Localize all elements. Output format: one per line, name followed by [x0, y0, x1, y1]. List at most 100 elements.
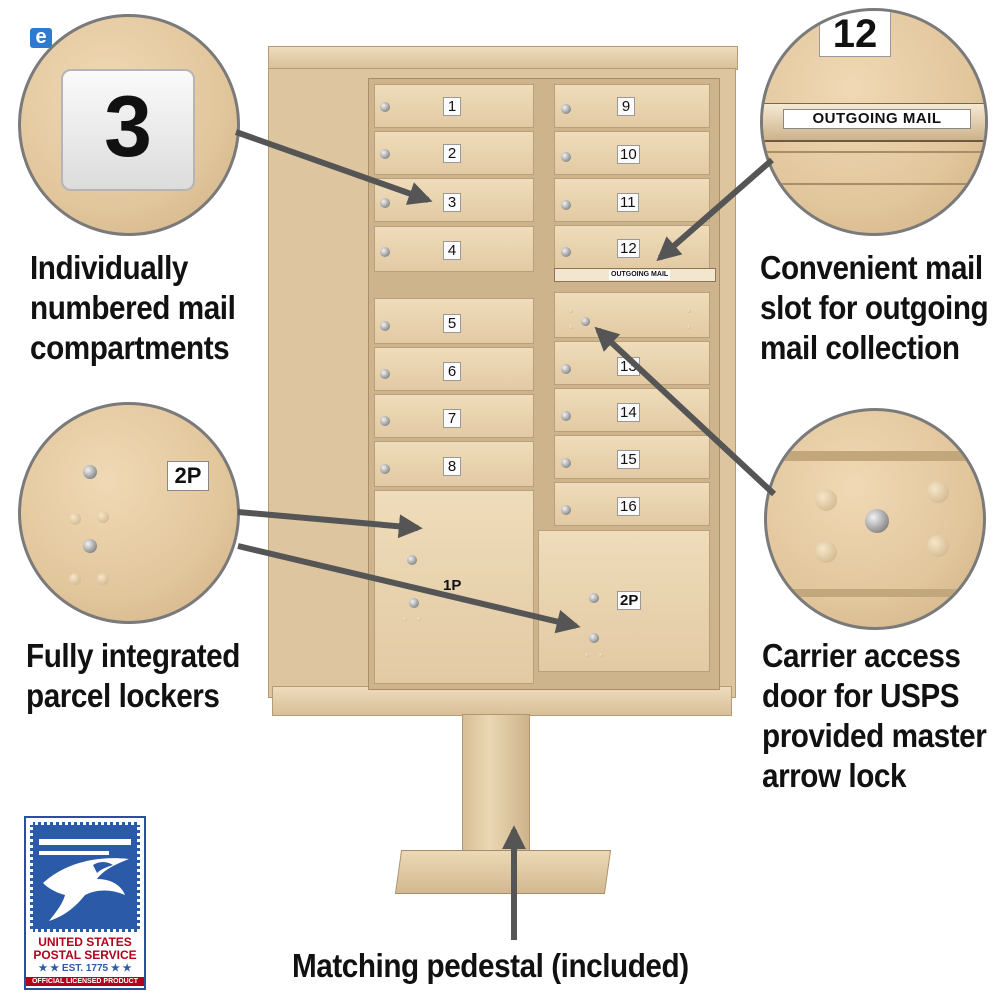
- lock-icon: [589, 633, 599, 643]
- cabinet-top: [268, 46, 738, 70]
- compartment-door[interactable]: 1: [374, 84, 534, 128]
- rivet: [585, 653, 589, 657]
- arrow-parcel-1p: [237, 509, 423, 539]
- parcel-label-1p: 1P: [443, 577, 462, 594]
- compartment-door[interactable]: 9: [554, 84, 710, 128]
- caption-line: provided master: [762, 717, 987, 754]
- compartment-number: 15: [617, 450, 640, 469]
- rivet: [403, 617, 407, 621]
- usps-line-3: ★ ★ EST. 1775 ★ ★: [38, 963, 132, 974]
- compartment-number: 4: [443, 241, 461, 260]
- compartment-door[interactable]: 2: [374, 131, 534, 175]
- carrier-access-door[interactable]: [554, 292, 710, 338]
- lock-icon: [83, 465, 97, 479]
- compartment-number: 11: [617, 193, 639, 212]
- rivet: [927, 535, 949, 557]
- outgoing-mail-label: OUTGOING MAIL: [609, 270, 671, 280]
- arrow-parcel-2p: [237, 543, 581, 634]
- rivet: [687, 325, 691, 329]
- compartment-number: 9: [617, 97, 635, 116]
- parcel-label-2p: 2P: [617, 591, 642, 610]
- lock-icon: [561, 200, 571, 210]
- lock-icon: [561, 104, 571, 114]
- lock-icon: [561, 364, 571, 374]
- compartment-door[interactable]: 4: [374, 226, 534, 272]
- compartment-number: 16: [617, 497, 640, 516]
- rivet: [97, 573, 109, 585]
- eagle-icon: [39, 839, 131, 921]
- caption-line: Individually: [30, 249, 188, 286]
- arrow-numbered: [234, 129, 433, 205]
- caption-line: arrow lock: [762, 757, 907, 794]
- caption-line: Matching pedestal (included): [292, 947, 689, 984]
- lock-icon: [407, 555, 417, 565]
- rivet: [417, 617, 421, 621]
- compartment-number: 12: [617, 239, 640, 258]
- rivet: [69, 513, 81, 525]
- usps-line-2: POSTAL SERVICE: [33, 948, 137, 962]
- caption-line: mail collection: [760, 329, 960, 366]
- lock-icon: [380, 247, 390, 257]
- zoom-number-plate: 12: [819, 11, 891, 57]
- rivet: [599, 653, 603, 657]
- zoom-door-edge: [763, 183, 985, 185]
- lock-icon: [380, 149, 390, 159]
- compartment-number: 2: [443, 144, 461, 163]
- rivet: [815, 489, 837, 511]
- zoom-door-edge: [767, 451, 983, 461]
- usps-line-4: OFFICIAL LICENSED PRODUCT: [26, 977, 144, 986]
- lock-icon: [380, 102, 390, 112]
- compartment-door[interactable]: 5: [374, 298, 534, 344]
- compartment-door[interactable]: 15: [554, 435, 710, 479]
- corner-mark: e: [30, 27, 52, 48]
- arrow-carrier: [594, 326, 777, 497]
- compartment-number: 1: [443, 97, 461, 116]
- zoom-door-edge: [767, 589, 983, 597]
- lock-icon: [561, 411, 571, 421]
- lock-icon: [561, 152, 571, 162]
- compartment-door[interactable]: 10: [554, 131, 710, 175]
- rivet: [927, 481, 949, 503]
- lock-icon: [561, 505, 571, 515]
- compartment-door[interactable]: 3: [374, 178, 534, 222]
- compartment-number: 8: [443, 457, 461, 476]
- lock-icon: [561, 247, 571, 257]
- compartment-door[interactable]: 8: [374, 441, 534, 487]
- compartment-door[interactable]: 16: [554, 482, 710, 526]
- zoom-compartment-number: 3: [18, 14, 240, 236]
- zoom-number-plate: 3: [61, 69, 195, 191]
- rivet: [69, 573, 81, 585]
- compartment-number: 3: [443, 193, 461, 212]
- master-lock-icon: [581, 317, 590, 326]
- compartment-door[interactable]: 12: [554, 225, 710, 269]
- master-lock-icon: [865, 509, 889, 533]
- compartment-door[interactable]: 7: [374, 394, 534, 438]
- lock-icon: [83, 539, 97, 553]
- compartment-number: 10: [617, 145, 640, 164]
- zoom-number-text: 3: [104, 79, 152, 175]
- lock-icon: [380, 416, 390, 426]
- lock-icon: [380, 198, 390, 208]
- rivet: [815, 541, 837, 563]
- rivet: [569, 325, 573, 329]
- zoom-parcel-label: 2P: [167, 461, 209, 491]
- parcel-locker-2p[interactable]: 2P: [538, 530, 710, 672]
- zoom-parcel-locker: 2P: [18, 402, 240, 624]
- caption-line: compartments: [30, 329, 230, 366]
- caption-line: slot for outgoing: [760, 289, 989, 326]
- rivet: [97, 511, 109, 523]
- lock-icon: [380, 321, 390, 331]
- zoom-door-edge: [763, 151, 985, 153]
- caption-line: door for USPS: [762, 677, 960, 714]
- zoom-outgoing-slot: 12 OUTGOING MAIL: [760, 8, 988, 236]
- outgoing-mail-slot[interactable]: OUTGOING MAIL: [554, 268, 716, 282]
- caption-line: numbered mail: [30, 289, 236, 326]
- caption-parcel-lockers: Fully integrated parcel lockers: [26, 636, 240, 716]
- lock-icon: [380, 369, 390, 379]
- caption-outgoing-slot: Convenient mail slot for outgoing mail c…: [760, 248, 989, 368]
- compartment-door[interactable]: 11: [554, 178, 710, 222]
- caption-line: Convenient mail: [760, 249, 983, 286]
- compartment-door[interactable]: 6: [374, 347, 534, 391]
